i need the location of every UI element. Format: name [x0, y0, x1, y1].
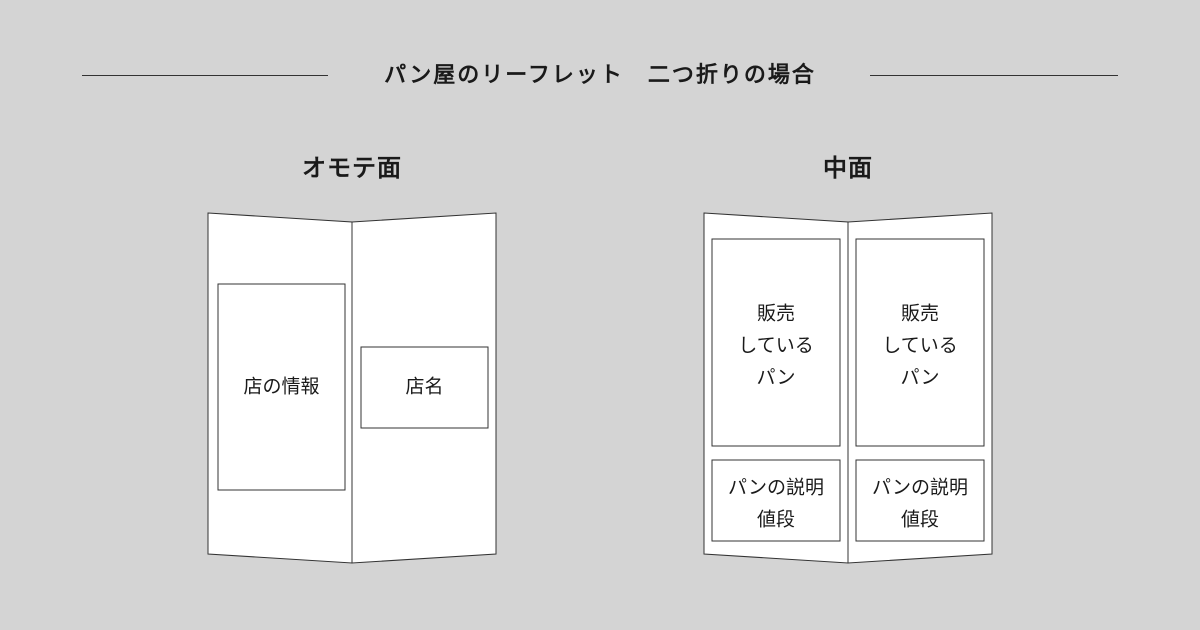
products-label-left-line-3: パン: [757, 367, 796, 389]
description-label-right-line-1: パンの説明: [872, 477, 968, 499]
inner-side-heading: 中面: [823, 154, 873, 182]
products-label-left-line-1: 販売: [757, 303, 795, 325]
title-rule-left: [82, 75, 328, 76]
description-label-left-line-2: 値段: [757, 509, 795, 531]
products-label-right-line-3: パン: [901, 367, 940, 389]
description-box-right: [855, 459, 985, 542]
description-label-left-line-1: パンの説明: [728, 477, 824, 499]
description-label-right-line-2: 値段: [901, 509, 939, 531]
products-label-left-line-2: している: [738, 335, 813, 357]
front-side-heading: オモテ面: [302, 154, 402, 182]
shop-info-box: [217, 283, 346, 491]
page-header: パン屋のリーフレット 二つ折りの場合: [0, 56, 1200, 96]
inner-leaflet: 販売 している パン パンの説明 値段 販売 している パン パンの説明 値段: [703, 212, 993, 564]
front-leaflet: 店の情報 店名: [207, 212, 497, 564]
title-rule-right: [870, 75, 1118, 76]
shop-name-box: [360, 346, 489, 429]
description-box-left: [711, 459, 841, 542]
products-label-right-line-2: している: [882, 335, 957, 357]
products-label-right-line-1: 販売: [901, 303, 939, 325]
page-title: パン屋のリーフレット 二つ折りの場合: [384, 63, 816, 88]
products-box-left: [711, 238, 841, 447]
shop-name-label: 店名: [405, 376, 443, 398]
shop-info-label: 店の情報: [243, 376, 319, 398]
products-box-right: [855, 238, 985, 447]
